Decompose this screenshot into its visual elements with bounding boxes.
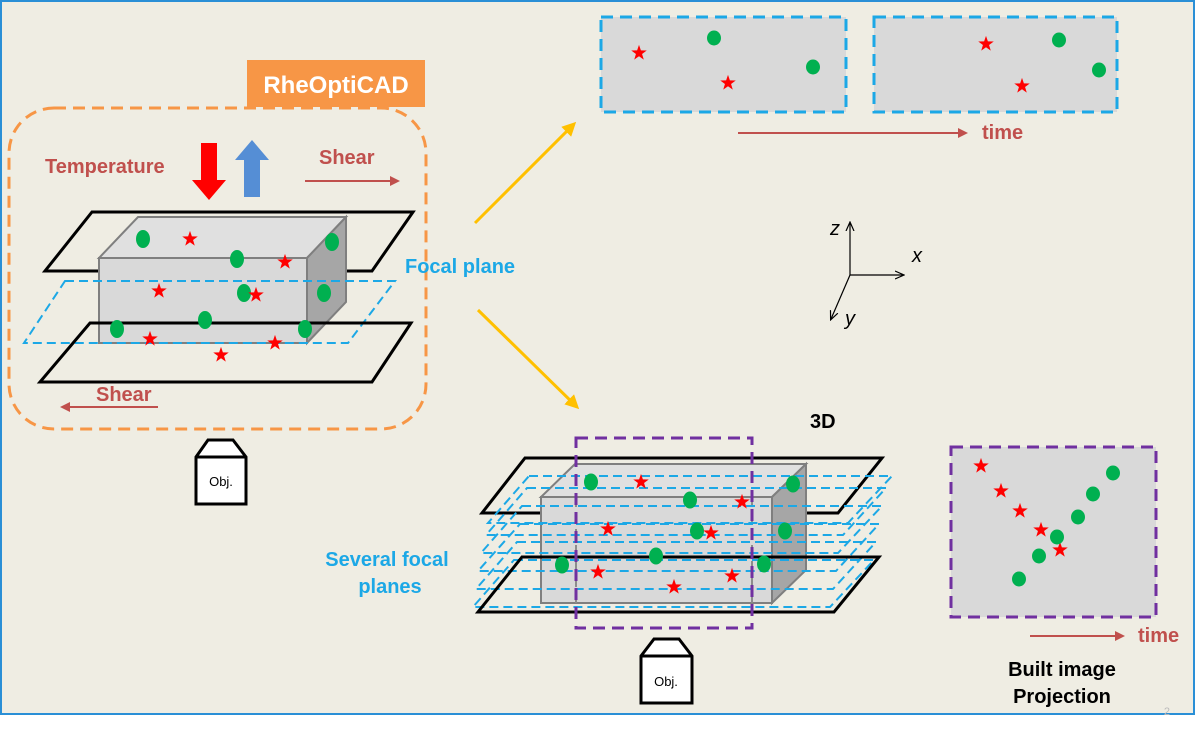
x-axis-label: x — [911, 245, 923, 267]
objective-icon — [194, 438, 248, 506]
three-d-title: 3D — [810, 411, 836, 433]
green-particle — [778, 522, 792, 540]
green-particle — [325, 233, 339, 251]
green-particle — [757, 555, 771, 573]
heat-up-arrow-icon — [235, 140, 269, 197]
to-2d-arrow-icon — [473, 121, 577, 225]
red-star-particle — [213, 346, 229, 362]
coordinate-axes: z x y — [829, 218, 923, 330]
focal-plane-label: Focal plane — [405, 256, 515, 278]
green-particle — [198, 311, 212, 329]
shear-top-label: Shear — [319, 147, 375, 169]
top-plate-3d — [478, 456, 886, 515]
time-series-2d: time — [599, 15, 1119, 144]
green-particle — [690, 522, 704, 540]
green-particle — [1012, 571, 1026, 587]
several-focal-planes-label-line1: Several focal — [325, 549, 448, 571]
green-particle — [1032, 548, 1046, 564]
green-particle — [1071, 509, 1085, 525]
green-particle — [136, 230, 150, 248]
projection-caption-line2: Projection — [1013, 686, 1111, 708]
y-axis-label: y — [843, 308, 856, 330]
volume-particles — [555, 473, 800, 594]
heat-down-arrow-icon — [192, 143, 226, 200]
setup-particles — [110, 230, 339, 362]
sample-box-top-3d — [538, 463, 809, 498]
brand-label: RheOptiCAD — [263, 72, 408, 99]
green-particle — [786, 475, 800, 493]
selection-volume — [574, 436, 754, 630]
green-particle — [707, 30, 721, 46]
page-number: 2 — [1163, 706, 1170, 718]
bottom-plate-3d — [474, 555, 883, 614]
frame-t2 — [872, 15, 1119, 114]
rheopticad-setup: RheOptiCAD Temperature Shear — [7, 60, 428, 506]
three-d-acquisition: 3D — [325, 411, 895, 705]
frame-t1 — [599, 15, 848, 114]
setup-boundary — [7, 106, 428, 431]
green-particle — [298, 320, 312, 338]
green-particle — [110, 320, 124, 338]
projection-caption-line1: Built image — [1008, 659, 1116, 681]
sample-box-top — [96, 216, 349, 259]
green-particle — [1092, 62, 1106, 78]
green-particle — [806, 59, 820, 75]
top-plate — [41, 210, 416, 273]
to-3d-arrow-icon — [476, 308, 580, 410]
several-focal-planes-label-line2: planes — [358, 576, 421, 598]
objective-label: Obj. — [209, 474, 233, 489]
green-particle — [555, 556, 569, 574]
green-particle — [237, 284, 251, 302]
objective-3d: Obj. — [639, 637, 694, 705]
temperature-label: Temperature — [45, 156, 165, 178]
green-particle — [1106, 465, 1120, 481]
green-particle — [683, 491, 697, 509]
green-particle — [1050, 529, 1064, 545]
z-axis-label: z — [829, 218, 840, 240]
objective-left: Obj. — [194, 438, 248, 506]
sample-box-front — [98, 257, 308, 344]
green-particle — [230, 250, 244, 268]
green-particle — [649, 547, 663, 565]
objective-icon — [639, 637, 694, 705]
shear-bottom-label: Shear — [96, 384, 152, 406]
focal-plane-outline — [22, 280, 398, 344]
several-focal-planes — [470, 475, 895, 608]
green-particle — [1086, 486, 1100, 502]
green-particle — [1052, 32, 1066, 48]
projection-time-label: time — [1138, 625, 1179, 647]
objective-label-3d: Obj. — [654, 674, 678, 689]
y-axis — [831, 274, 851, 319]
green-particle — [317, 284, 331, 302]
green-particle — [584, 473, 598, 491]
projection-panel: time Built image Projection — [949, 445, 1179, 708]
time-label: time — [982, 122, 1023, 144]
brand-badge — [247, 60, 425, 107]
